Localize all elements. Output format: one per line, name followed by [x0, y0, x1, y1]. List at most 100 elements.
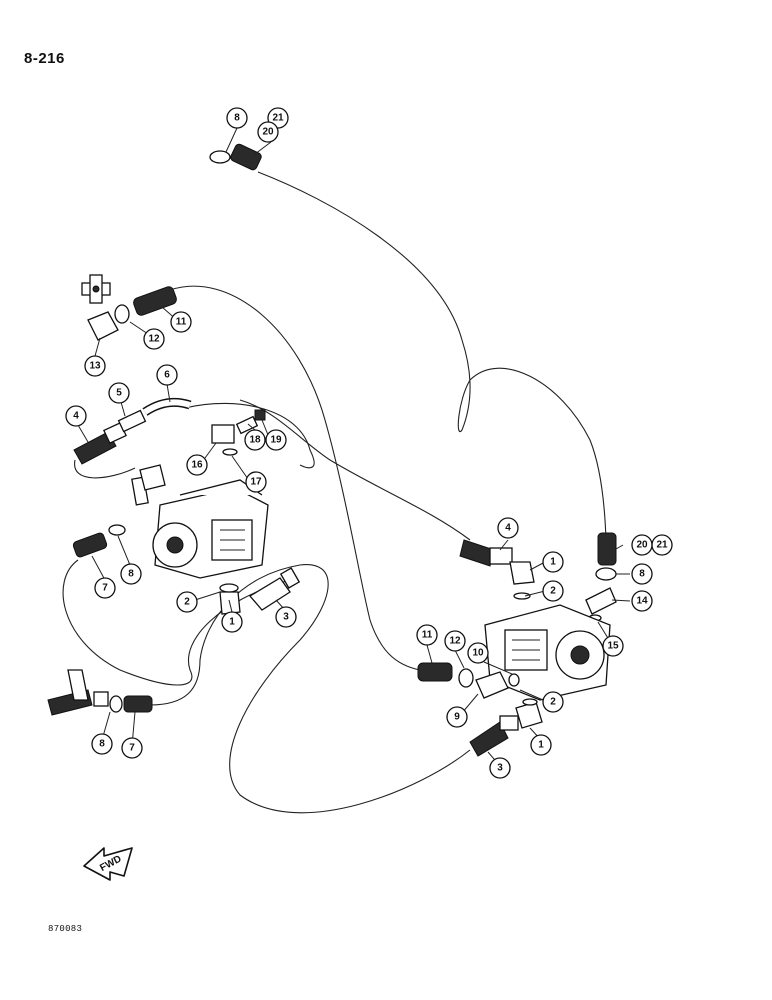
callout-12-right: 12: [444, 630, 466, 652]
sleeve-20-right: [595, 532, 617, 581]
callout-label: 13: [89, 361, 101, 372]
callout-label: 17: [250, 477, 262, 488]
callout-7-left-upper: 7: [94, 577, 116, 599]
hose-upper-middle: [169, 285, 421, 671]
top-clamp-sleeve: [209, 143, 262, 171]
callout-label: 9: [454, 712, 460, 723]
callout-label: 11: [176, 317, 187, 328]
callout-6: 6: [156, 364, 178, 386]
elbow-1-right-upper: [509, 561, 535, 600]
callout-1-left: 1: [221, 611, 243, 633]
callout-16: 16: [186, 454, 208, 476]
callout-label: 14: [636, 596, 648, 607]
callout-label: 6: [164, 370, 170, 381]
hose-bottom-big-loop: [149, 564, 471, 814]
callout-label: 1: [538, 740, 544, 751]
elbow-1-left: [219, 583, 241, 615]
callout-4-right: 4: [497, 517, 519, 539]
elbow-14-right: [585, 587, 617, 622]
callout-label: 11: [422, 630, 433, 641]
callout-label: 8: [128, 569, 134, 580]
callout-3-right: 3: [489, 757, 511, 779]
callout-12-upper: 12: [143, 328, 165, 350]
callout-label: 2: [550, 586, 556, 597]
callout-label: 16: [191, 460, 203, 471]
elbow-fitting-13: [87, 311, 119, 341]
callout-label: 15: [607, 641, 619, 652]
hose-top-long: [257, 171, 607, 541]
callout-14: 14: [631, 590, 653, 612]
callout-3-left: 3: [275, 606, 297, 628]
callout-2-right-upper: 2: [542, 580, 564, 602]
clamp-sleeve-lower-left: [109, 695, 153, 713]
callout-label: 21: [656, 540, 668, 551]
callout-label: 12: [449, 636, 461, 647]
page-number: 8-216: [24, 50, 65, 67]
callout-1-right-lower: 1: [530, 734, 552, 756]
callout-8-left-upper: 8: [120, 563, 142, 585]
clamp-sleeve-upper: [114, 286, 177, 324]
callout-label: 18: [249, 435, 261, 446]
callout-label: 2: [550, 697, 556, 708]
callout-8-right: 8: [631, 563, 653, 585]
hose-loop-left: [184, 402, 315, 469]
callout-21-right: 21: [651, 534, 673, 556]
hose-left-small-loop: [74, 459, 136, 479]
callout-18: 18: [244, 429, 266, 451]
callout-20-top: 20: [257, 121, 279, 143]
callout-label: 4: [73, 411, 79, 422]
sleeve-11-right: [417, 662, 474, 688]
callout-5: 5: [108, 382, 130, 404]
callout-2-left: 2: [176, 591, 198, 613]
callout-label: 4: [505, 523, 511, 534]
callout-label: 3: [283, 612, 289, 623]
callout-20-right: 20: [631, 534, 653, 556]
callout-label: 7: [129, 743, 135, 754]
figure-id: 870083: [48, 924, 83, 934]
callout-label: 10: [472, 648, 484, 659]
callout-label: 19: [270, 435, 282, 446]
callout-label: 20: [262, 127, 274, 138]
callout-8-top: 8: [226, 107, 248, 129]
callout-9: 9: [446, 706, 468, 728]
callout-15: 15: [602, 635, 624, 657]
callout-19: 19: [265, 429, 287, 451]
tee-fitting-upper-left: [81, 274, 111, 304]
callout-11-right: 11: [416, 624, 438, 646]
fitting-4-right: [459, 539, 513, 567]
callout-label: 2: [184, 597, 190, 608]
fitting-4-left: [73, 421, 127, 465]
callout-label: 5: [116, 388, 122, 399]
hose-center-diagonal: [239, 399, 471, 541]
forward-arrow-icon: FWD: [83, 847, 133, 881]
callout-label: 8: [99, 739, 105, 750]
callout-label: 7: [102, 583, 108, 594]
callout-11-upper: 11: [170, 311, 192, 333]
callout-label: 1: [550, 557, 556, 568]
callout-4-left: 4: [65, 405, 87, 427]
callout-8-lower-left: 8: [91, 733, 113, 755]
fitting-5: [117, 409, 147, 433]
callout-label: 20: [636, 540, 648, 551]
callout-2-right-lower: 2: [542, 691, 564, 713]
callout-7-lower-left: 7: [121, 737, 143, 759]
hose-left-lower: [62, 559, 291, 686]
elbow-fittings-16-19: [211, 409, 266, 456]
callout-13: 13: [84, 355, 106, 377]
fitting-3-left: [249, 567, 301, 611]
elbow-9-right: [475, 671, 520, 699]
callout-label: 21: [272, 113, 284, 124]
elbow-1-right-lower: [515, 698, 543, 729]
tube-6: [142, 397, 192, 416]
callout-17: 17: [245, 471, 267, 493]
parts-layer: [47, 143, 617, 757]
left-pump: [131, 464, 269, 579]
fitting-3-right: [469, 715, 519, 757]
callout-label: 8: [234, 113, 240, 124]
callout-label: 1: [229, 617, 235, 628]
callout-10: 10: [467, 642, 489, 664]
tee-fitting-lower-left: [47, 669, 109, 716]
callout-1-right-upper: 1: [542, 551, 564, 573]
hose-lines: [62, 171, 607, 814]
